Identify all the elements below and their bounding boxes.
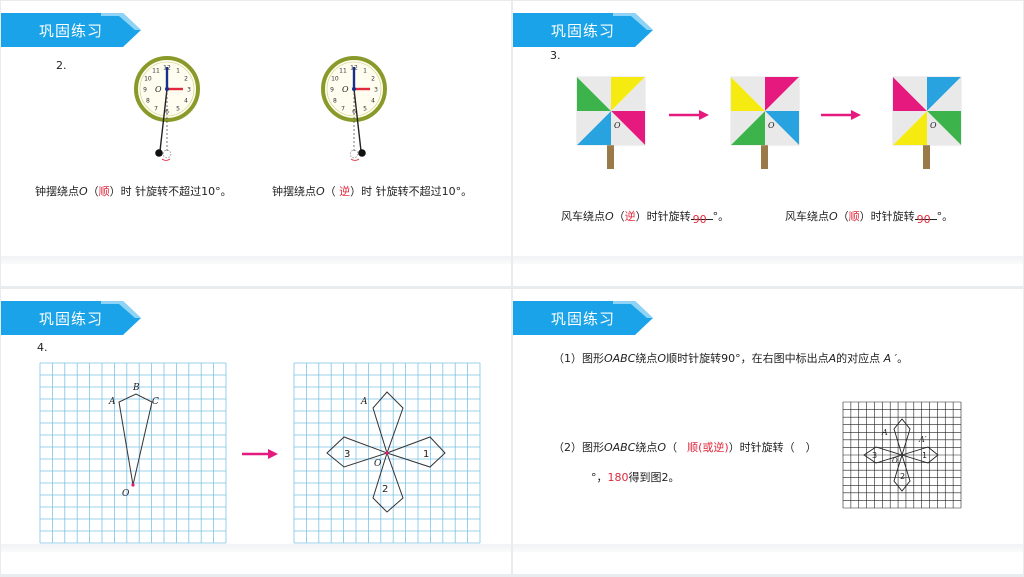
label-A: A xyxy=(881,428,888,437)
question-number: 2. xyxy=(56,59,67,72)
clock-number: 9 xyxy=(143,87,147,94)
slide-questions: 巩固练习 （1）图形OABC绕点O顺时针旋转90°，在右图中标出点A的对应点 A… xyxy=(513,289,1023,574)
slide-grid-rotation: 巩固练习 4. A B C O A O 1 2 3 xyxy=(1,289,511,574)
clock-number: 3 xyxy=(187,87,191,94)
answer-text: 顺 xyxy=(848,210,860,223)
header-title: 巩固练习 xyxy=(551,22,616,40)
pendulum-clock-2: 121234567891011 O xyxy=(321,56,387,161)
header-title: 巩固练习 xyxy=(39,22,104,40)
answer-text: 逆 xyxy=(339,185,351,198)
footer-bar xyxy=(513,544,1023,552)
clock-number: 1 xyxy=(363,67,367,74)
label-A: A xyxy=(360,397,368,407)
grid-right: A O 1 2 3 xyxy=(293,362,481,544)
pendulum-clock-1: 121234567891011 O xyxy=(134,56,200,161)
label-1: 1 xyxy=(423,449,429,460)
caption-clockwise: 钟摆绕点O（顺）时 针旋转不超过10°。 xyxy=(35,185,232,198)
pinwheel-1: O xyxy=(576,76,646,169)
clock-number: 10 xyxy=(331,76,339,83)
center-label: O xyxy=(930,121,937,130)
clock-number: 8 xyxy=(146,98,150,105)
center-label: O xyxy=(614,121,621,130)
footer-bar xyxy=(513,256,1023,264)
grid-figure: A A′ 1 2 3 O xyxy=(842,401,962,509)
grid-left: A B C O xyxy=(39,362,227,544)
answer-value: 90 xyxy=(692,213,707,226)
question-number: 4. xyxy=(37,341,48,354)
section-header: 巩固练习 xyxy=(1,301,141,335)
arrow-right-icon xyxy=(669,110,709,120)
header-banner-shape xyxy=(1,301,141,335)
label-2: 2 xyxy=(382,484,388,495)
clock-number: 5 xyxy=(363,106,367,113)
clock-number: 6 xyxy=(165,109,169,116)
clock-number: 9 xyxy=(330,87,334,94)
label-B: B xyxy=(132,383,140,393)
label-3: 3 xyxy=(344,449,350,460)
label-A: A xyxy=(108,397,116,407)
question-1: （1）图形OABC绕点O顺时针旋转90°，在右图中标出点A的对应点 A ′。 xyxy=(553,352,909,365)
clock-number: 11 xyxy=(339,67,347,74)
answer-text: 逆 xyxy=(624,210,636,223)
center-label: O xyxy=(342,85,349,94)
clock-number: 3 xyxy=(374,87,378,94)
clock-number: 7 xyxy=(154,106,158,113)
label-3: 3 xyxy=(872,451,877,460)
footer-bar xyxy=(1,256,511,264)
clock-number: 2 xyxy=(184,76,188,83)
pinwheel-2: O xyxy=(730,76,800,169)
question-2-line2: °，180得到图2。 xyxy=(591,471,680,484)
clock-number: 8 xyxy=(333,98,337,105)
clock-number: 2 xyxy=(371,76,375,83)
label-O: O xyxy=(122,489,130,499)
clock-number: 1 xyxy=(176,67,180,74)
header-title: 巩固练习 xyxy=(551,310,616,328)
label-A-prime: A′ xyxy=(918,435,927,444)
clock-number: 4 xyxy=(184,98,188,105)
label-1: 1 xyxy=(922,451,927,460)
answer-value: 90 xyxy=(916,213,931,226)
answer-text: 顺 xyxy=(98,185,110,198)
clock-number: 4 xyxy=(371,98,375,105)
header-title: 巩固练习 xyxy=(39,310,104,328)
section-header: 巩固练习 xyxy=(513,13,653,47)
arrow-right-icon xyxy=(242,449,278,459)
question-2-line1: （2）图形OABC绕点O（顺(或逆)）时针旋转（ ） xyxy=(553,441,817,454)
caption-counterclockwise: 钟摆绕点O（ 逆）时 针旋转不超过10°。 xyxy=(272,185,473,198)
header-banner-shape xyxy=(513,13,653,47)
arrow-right-icon xyxy=(821,110,861,120)
section-header: 巩固练习 xyxy=(1,13,141,47)
answer-value: 180 xyxy=(607,471,629,484)
slide-pinwheel: 巩固练习 3. O O xyxy=(513,1,1023,286)
clock-number: 11 xyxy=(152,67,160,74)
header-banner-shape xyxy=(1,13,141,47)
label-O: O xyxy=(374,459,382,469)
label-O: O xyxy=(892,457,898,465)
answer-text: 顺(或逆) xyxy=(687,441,729,454)
clock-number: 6 xyxy=(352,109,356,116)
question-number: 3. xyxy=(550,49,561,62)
label-C: C xyxy=(152,397,159,407)
section-header: 巩固练习 xyxy=(513,301,653,335)
clock-number: 5 xyxy=(176,106,180,113)
label-2: 2 xyxy=(900,472,905,481)
slide-clock-pendulum: 巩固练习 2. 121234567891011 O 12123456789101… xyxy=(1,1,511,286)
header-banner-shape xyxy=(513,301,653,335)
clock-number: 10 xyxy=(144,76,152,83)
center-label: O xyxy=(155,85,162,94)
clock-number: 7 xyxy=(341,106,345,113)
center-label: O xyxy=(768,121,775,130)
pinwheel-3: O xyxy=(892,76,962,169)
footer-bar xyxy=(1,544,511,552)
